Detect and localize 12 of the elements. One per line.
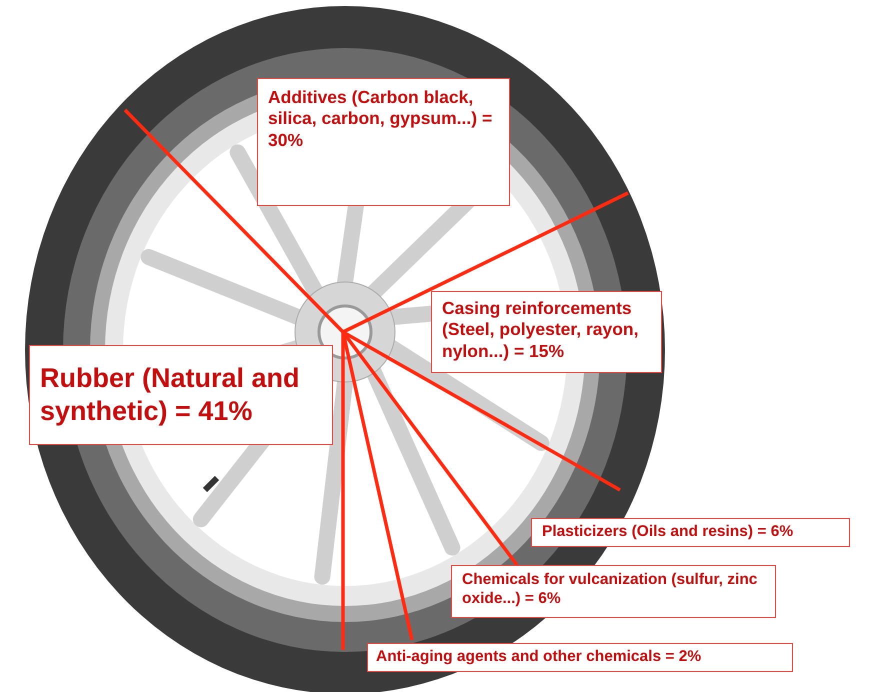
label-box bbox=[367, 643, 793, 672]
component-label: Rubber (Natural and synthetic) = 41% bbox=[40, 362, 301, 428]
label-box bbox=[451, 565, 776, 618]
label-box bbox=[29, 345, 333, 445]
label-box bbox=[531, 518, 850, 547]
component-label: Casing reinforcements (Steel, polyester, rayon, nylon...) = 15% bbox=[442, 298, 640, 362]
component-label: Anti-aging agents and other chemicals = 2% bbox=[376, 648, 702, 667]
component-label: Additives (Carbon black, silica, carbon, gypsum...) = 30% bbox=[268, 87, 494, 152]
component-label: Chemicals for vulcanization (sulfur, zinc oxide...) = 6% bbox=[462, 571, 758, 609]
label-box bbox=[431, 291, 662, 373]
component-label: Plasticizers (Oils and resins) = 6% bbox=[542, 523, 794, 542]
label-box bbox=[257, 78, 510, 206]
